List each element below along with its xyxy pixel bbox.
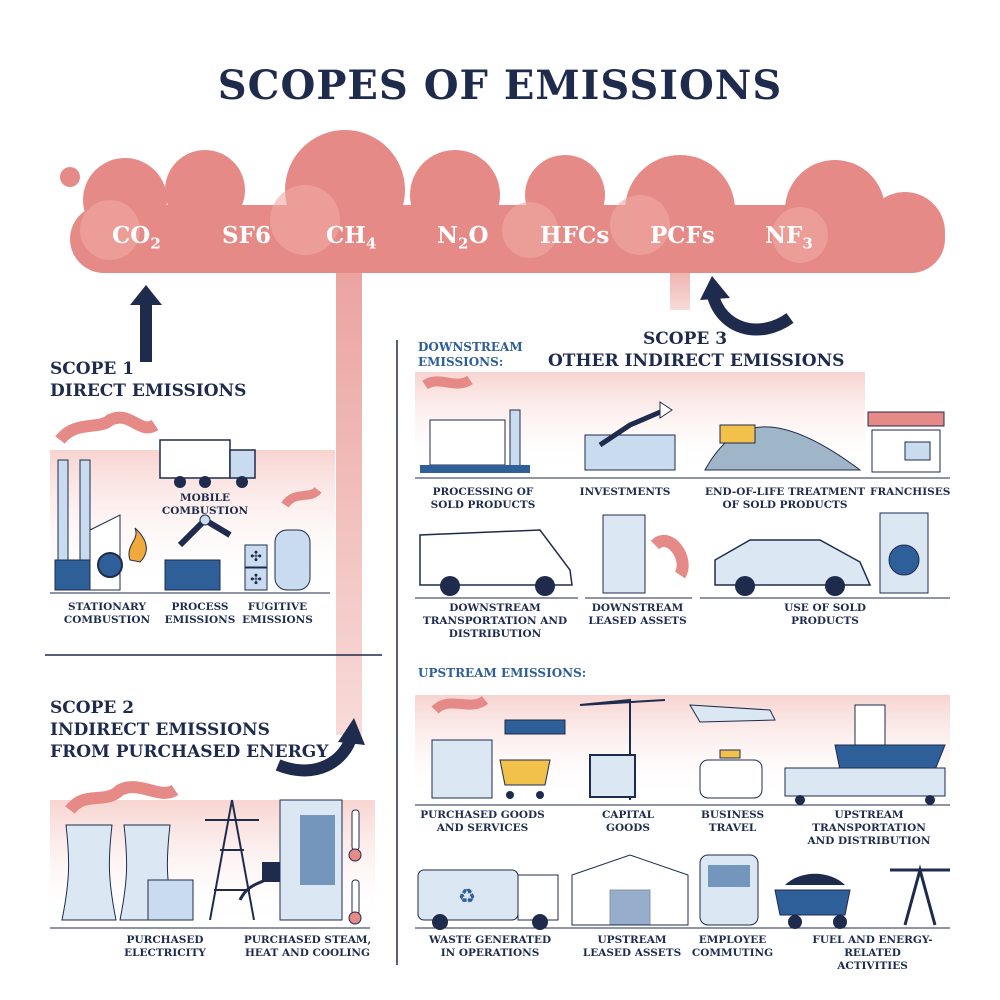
gas-label-n2o: N2O: [437, 222, 489, 253]
label-mobile-combustion: MOBILE COMBUSTION: [161, 492, 249, 517]
svg-text:✣: ✣: [250, 572, 262, 588]
scope2-heading-line2: INDIRECT EMISSIONS: [50, 720, 270, 740]
garbage-truck-icon: ♻: [417, 869, 559, 930]
washing-machine-icon: [879, 512, 929, 594]
gas-label-pcfs: PCFs: [650, 222, 715, 249]
shopping-cart-icon: [499, 719, 566, 799]
scope3-heading-line1: SCOPE 3: [643, 329, 728, 349]
store-icon: [867, 411, 945, 473]
gas-label-hfcs: HFCs: [540, 222, 610, 249]
robot-arm-icon: [164, 514, 232, 591]
page-title: SCOPES OF EMISSIONS: [217, 62, 783, 109]
car-icon: [714, 539, 872, 596]
scope3-heading: SCOPE 3 OTHER INDIRECT EMISSIONS: [548, 328, 844, 372]
plug-icon: [238, 862, 280, 901]
factory-icon: [54, 411, 159, 591]
gas-label-nf3: NF3: [765, 222, 813, 253]
scope1-heading-line2: DIRECT EMISSIONS: [50, 381, 247, 401]
curved-arrow-icon: [706, 290, 794, 336]
downstream-emissions-label: DOWNSTREAM EMISSIONS:: [418, 340, 523, 369]
crane-icon: [579, 698, 666, 800]
label-capital-goods: CAPITAL GOODS: [601, 809, 655, 834]
label-stationary-combustion: STATIONARY COMBUSTION: [63, 601, 151, 626]
label-fugitive-emissions: FUGITIVE EMISSIONS: [242, 601, 313, 626]
tank-icon: [147, 879, 194, 921]
tank-icon: [274, 486, 322, 591]
scope1-heading: SCOPE 1 DIRECT EMISSIONS: [50, 358, 246, 402]
label-processing-sold-products: PROCESSING OF SOLD PRODUCTS: [430, 486, 536, 511]
truck-icon: [159, 439, 256, 488]
building-icon: [279, 799, 343, 921]
label-business-travel: BUSINESS TRAVEL: [700, 809, 765, 834]
label-end-of-life-treatment: END-OF-LIFE TREATMENT OF SOLD PRODUCTS: [704, 486, 866, 511]
emission-stream: [336, 255, 362, 735]
label-upstream-transportation: UPSTREAM TRANSPORTATION AND DISTRIBUTION: [807, 809, 931, 847]
label-waste-generated: WASTE GENERATED IN OPERATIONS: [428, 934, 552, 959]
airplane-icon: [689, 704, 776, 723]
fan-icon: ✣ ✣: [244, 544, 268, 591]
svg-text:♻: ♻: [458, 884, 476, 908]
label-downstream-leased-assets: DOWNSTREAM LEASED ASSETS: [588, 602, 687, 627]
ship-icon: [834, 704, 946, 771]
scope2-heading-line1: SCOPE 2: [50, 698, 135, 718]
bulldozer-icon: [704, 424, 862, 471]
power-pylon-icon: [205, 799, 259, 921]
building-icon: [602, 514, 689, 594]
arrow-up-icon: [130, 285, 162, 362]
dump-truck-icon: [774, 873, 851, 929]
label-employee-commuting: EMPLOYEE COMMUTING: [691, 934, 774, 959]
label-use-of-sold-products: USE OF SOLD PRODUCTS: [784, 602, 866, 627]
flame-icon: [128, 527, 147, 563]
scope3-heading-line2: OTHER INDIRECT EMISSIONS: [548, 351, 845, 371]
oil-pump-icon: [890, 864, 950, 926]
label-purchased-electricity: PURCHASED ELECTRICITY: [124, 934, 206, 959]
taxi-icon: [699, 749, 763, 799]
train-icon: [784, 767, 946, 805]
scope1-heading-line1: SCOPE 1: [50, 359, 135, 379]
svg-text:✣: ✣: [250, 549, 262, 565]
gas-label-sf6: SF6: [222, 222, 271, 249]
label-upstream-leased-assets: UPSTREAM LEASED ASSETS: [582, 934, 682, 959]
scope2-heading-line3: FROM PURCHASED ENERGY: [50, 742, 329, 762]
gas-label-co2: CO2: [112, 222, 161, 253]
scope2-heading: SCOPE 2 INDIRECT EMISSIONS FROM PURCHASE…: [50, 697, 328, 763]
label-purchased-goods: PURCHASED GOODS AND SERVICES: [420, 809, 545, 834]
label-fuel-energy-activities: FUEL AND ENERGY-RELATED ACTIVITIES: [812, 934, 933, 972]
label-downstream-transportation: DOWNSTREAM TRANSPORTATION AND DISTRIBUTI…: [422, 602, 568, 640]
upstream-emissions-label: UPSTREAM EMISSIONS:: [418, 666, 587, 680]
warehouse-icon: [571, 854, 689, 926]
factory-icon: [431, 695, 493, 799]
label-franchises: FRANCHISES: [870, 486, 951, 498]
van-icon: [419, 529, 573, 596]
label-purchased-steam: PURCHASED STEAM, HEAT AND COOLING: [243, 934, 372, 959]
label-investments: INVESTMENTS: [579, 486, 671, 498]
investment-chart-icon: [584, 401, 676, 471]
gear-icon: [97, 552, 123, 578]
factory-icon: [420, 375, 530, 473]
gas-label-ch4: CH4: [326, 222, 377, 253]
label-process-emissions: PROCESS EMISSIONS: [164, 601, 236, 626]
thermometer-icon: [348, 809, 362, 925]
bus-icon: [699, 854, 759, 926]
